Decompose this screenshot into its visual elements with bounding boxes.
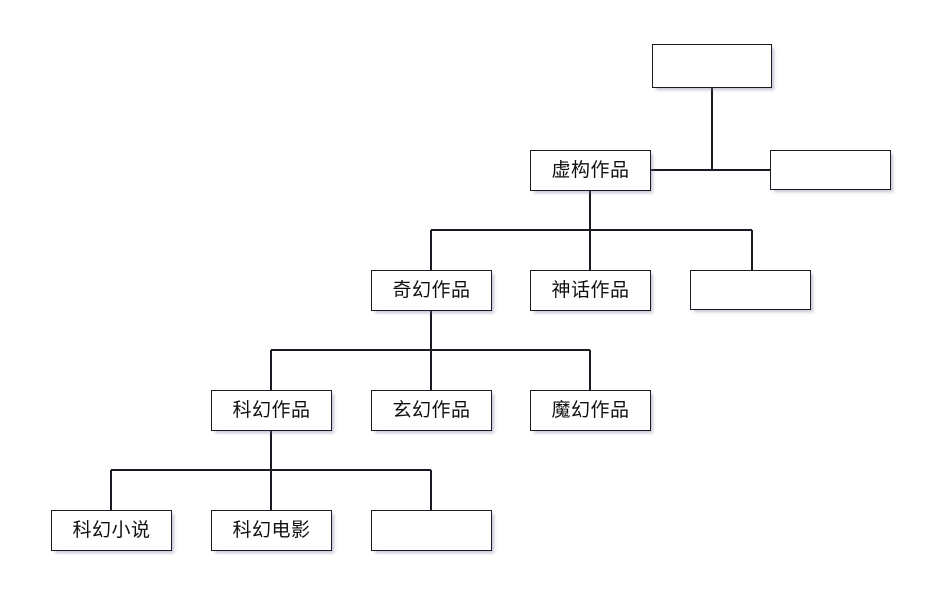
node-label: 虚构作品 — [551, 159, 630, 181]
node-label: 玄幻作品 — [392, 399, 471, 421]
node-label: 神话作品 — [551, 279, 630, 301]
node-label: 奇幻作品 — [392, 279, 471, 301]
node-level2-empty[interactable] — [770, 150, 891, 190]
node-scifi-novel[interactable]: 科幻小说 — [51, 510, 172, 551]
node-level5-empty[interactable] — [371, 510, 492, 551]
node-scifi-works[interactable]: 科幻作品 — [211, 390, 332, 431]
node-magical-works[interactable]: 魔幻作品 — [530, 390, 651, 431]
node-label: 科幻电影 — [232, 519, 311, 541]
node-root-empty[interactable] — [652, 44, 772, 88]
node-label: 科幻小说 — [72, 519, 151, 541]
node-fantasy-works[interactable]: 奇幻作品 — [371, 270, 492, 311]
node-fiction-works[interactable]: 虚构作品 — [530, 150, 651, 191]
node-xuanhuan-works[interactable]: 玄幻作品 — [371, 390, 492, 431]
node-label: 科幻作品 — [232, 399, 311, 421]
node-scifi-movie[interactable]: 科幻电影 — [211, 510, 332, 551]
node-mythology-works[interactable]: 神话作品 — [530, 270, 651, 311]
node-level3-empty[interactable] — [690, 270, 811, 310]
node-label: 魔幻作品 — [551, 399, 630, 421]
